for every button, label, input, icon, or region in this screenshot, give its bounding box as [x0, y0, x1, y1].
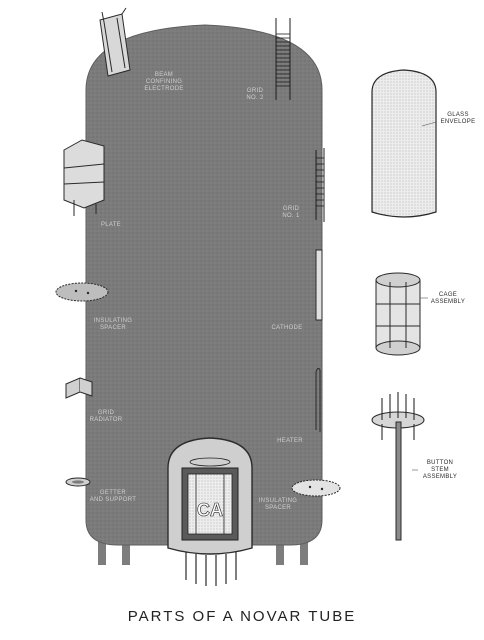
- label-cathode: CATHODE: [262, 325, 312, 332]
- grid-no-1: [315, 148, 325, 222]
- label-line: ENVELOPE: [440, 119, 476, 125]
- label-line: GRID: [246, 88, 264, 94]
- label-line: AND SUPPORT: [89, 497, 137, 503]
- label-line: PLATE: [100, 222, 122, 228]
- label-line: GLASS: [447, 112, 469, 118]
- label-grid-no-2: GRID NO. 2: [240, 88, 270, 102]
- heater: [315, 367, 321, 432]
- label-line: GRID: [282, 206, 300, 212]
- label-line: SPACER: [264, 505, 292, 511]
- tube-marking: CA: [197, 500, 223, 520]
- cage-assembly: [375, 272, 421, 356]
- label-line: NO. 2: [246, 95, 264, 101]
- assembled-tube: CA: [167, 437, 253, 586]
- label-line: NO. 1: [282, 213, 300, 219]
- label-heater: HEATER: [270, 438, 310, 445]
- label-line: ELECTRODE: [144, 86, 184, 92]
- label-plate: PLATE: [96, 222, 126, 229]
- grid-no-2: [275, 18, 291, 100]
- label-beam-confining-electrode: BEAM CONFINING ELECTRODE: [134, 72, 194, 93]
- label-grid-radiator: GRID RADIATOR: [84, 410, 128, 424]
- cathode: [315, 249, 323, 321]
- label-line: INSULATING: [93, 318, 133, 324]
- label-cage-assembly: CAGE ASSEMBLY: [428, 292, 468, 306]
- insulating-spacer-bottom: [291, 479, 341, 497]
- label-insulating-spacer-top: INSULATING SPACER: [88, 318, 138, 332]
- label-grid-no-1: GRID NO. 1: [276, 206, 306, 220]
- label-line: GRID: [97, 410, 115, 416]
- label-line: SPACER: [99, 325, 127, 331]
- grid-radiator: [65, 377, 93, 399]
- label-line: BUTTON: [426, 460, 454, 466]
- label-line: ASSEMBLY: [430, 299, 466, 305]
- insulating-spacer-top: [55, 282, 109, 302]
- label-getter-and-support: GETTER AND SUPPORT: [88, 490, 138, 504]
- label-line: RADIATOR: [89, 417, 123, 423]
- label-line: CAGE: [438, 292, 458, 298]
- label-line: BEAM: [154, 72, 174, 78]
- figure-caption: PARTS OF A NOVAR TUBE: [127, 608, 357, 625]
- tube-body: [85, 24, 323, 546]
- beam-confining-electrode: [99, 7, 131, 77]
- label-line: ASSEMBLY: [422, 474, 458, 480]
- label-insulating-spacer-bottom: INSULATING SPACER: [250, 498, 306, 512]
- getter-and-support: [65, 477, 91, 487]
- label-line: GETTER: [99, 490, 127, 496]
- label-line: INSULATING: [258, 498, 298, 504]
- label-line: STEM: [431, 467, 449, 473]
- label-button-stem-assembly: BUTTON STEM ASSEMBLY: [418, 460, 462, 481]
- label-line: CONFINING: [145, 79, 183, 85]
- label-line: CATHODE: [271, 325, 303, 331]
- label-glass-envelope: GLASS ENVELOPE: [438, 112, 478, 126]
- plate: [63, 139, 105, 216]
- leader-lines: [412, 121, 437, 471]
- button-stem-assembly: [371, 392, 425, 541]
- label-line: HEATER: [277, 438, 303, 444]
- glass-envelope: [371, 69, 437, 218]
